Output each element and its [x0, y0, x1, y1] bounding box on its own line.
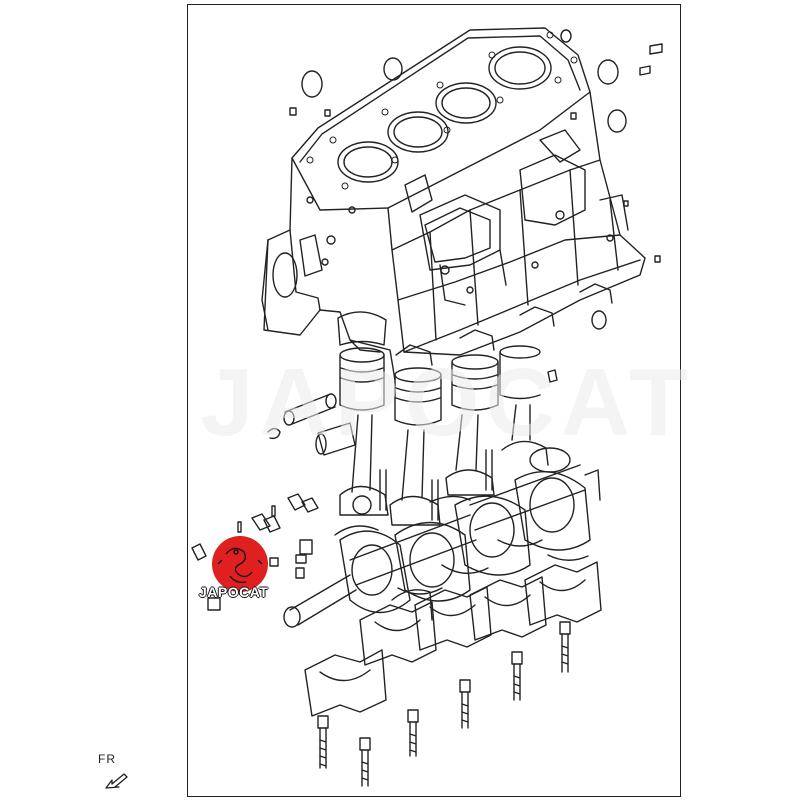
crankshaft — [283, 447, 601, 628]
direction-label: FR — [98, 752, 116, 766]
connecting-rods — [339, 404, 549, 526]
small-hardware — [191, 493, 319, 611]
cylinder-bore-3 — [435, 82, 497, 124]
logo-text: JAPOCAT — [199, 584, 269, 600]
japocat-logo — [212, 536, 268, 592]
cylinder-bore-4 — [488, 46, 552, 90]
core-plugs — [289, 29, 663, 330]
bearing-shells — [334, 495, 589, 595]
main-cap-bolts — [317, 621, 571, 787]
piston-pin — [267, 369, 558, 456]
pistons — [337, 311, 541, 426]
cylinder-bore-2 — [387, 111, 449, 153]
cylinder-bore-1 — [337, 141, 399, 183]
front-direction-arrow-icon — [105, 773, 128, 789]
cylinder-block — [261, 27, 646, 381]
main-bearing-caps — [304, 561, 602, 717]
